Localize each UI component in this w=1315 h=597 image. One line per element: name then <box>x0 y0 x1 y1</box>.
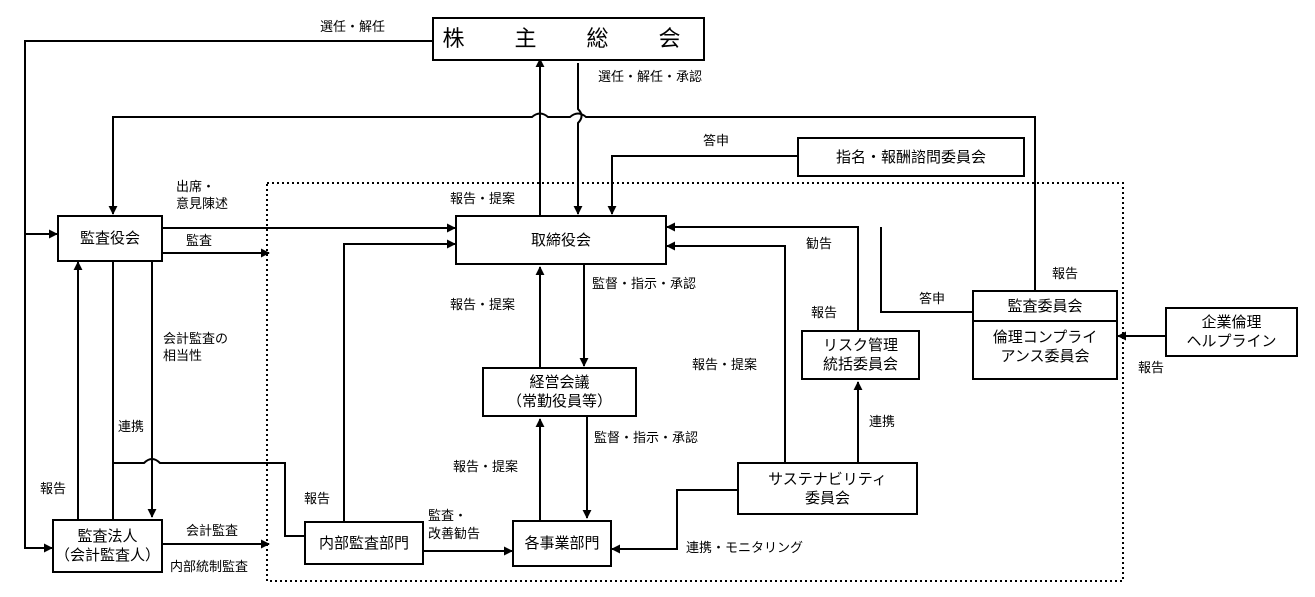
label-report-helpline: 報告 <box>1138 361 1165 376</box>
label-report-proposal-sus: 報告・提案 <box>692 358 758 373</box>
label-report-proposal-board: 報告・提案 <box>450 192 516 207</box>
helpline-box: 企業倫理 ヘルプライン <box>1165 307 1298 357</box>
label-supervise-board: 監督・指示・承認 <box>592 277 697 292</box>
risk-committee-box: リスク管理 統括委員会 <box>801 330 920 380</box>
risk-committee-label-1: リスク管理 <box>822 336 898 354</box>
sustainability-committee-box: サステナビリティ 委員会 <box>737 462 918 515</box>
label-report-audit-committee: 報告 <box>1052 267 1079 282</box>
label-cooperation-risk: 連携 <box>869 415 896 430</box>
nomination-committee-label: 指名・報酬諮問委員会 <box>835 147 986 166</box>
label-accounting-adequacy-1: 会計監査の <box>163 332 229 347</box>
arrow-shareholders-to-auditor <box>24 40 432 553</box>
arrow-shareholders-to-board <box>573 63 583 215</box>
arrow-risk-to-board <box>666 222 859 330</box>
label-audit-improve-2: 改善勧告 <box>428 527 481 542</box>
label-audit-improve-1: 監査・ <box>428 509 468 524</box>
board-box: 取締役会 <box>455 215 667 265</box>
shareholders-meeting-box: 株 主 総 会 <box>432 17 705 61</box>
auditor-label-1: 監査法人 <box>77 527 138 545</box>
board-label: 取締役会 <box>530 230 591 249</box>
sustainability-label-1: サステナビリティ <box>768 469 887 488</box>
label-attend-2: 意見陳述 <box>176 197 229 212</box>
helpline-label-2: ヘルプライン <box>1186 332 1277 350</box>
management-meeting-box: 経営会議 （常勤役員等） <box>482 367 637 417</box>
internal-audit-label: 内部監査部門 <box>318 533 409 552</box>
audit-board-label: 監査役会 <box>79 229 140 247</box>
audit-board-box: 監査役会 <box>57 215 163 262</box>
label-cooperation-monitoring: 連携・モニタリング <box>686 541 804 556</box>
arrow-internal-audit-to-board <box>343 239 456 536</box>
label-answer-audit-committee: 答申 <box>919 292 946 307</box>
label-report-proposal-mgmt: 報告・提案 <box>450 298 516 313</box>
arrow-sustainability-to-board <box>666 241 786 462</box>
label-report-internal-audit: 報告 <box>304 492 331 507</box>
nomination-committee-box: 指名・報酬諮問委員会 <box>797 137 1025 177</box>
audit-committee-label: 監査委員会 <box>974 292 1116 322</box>
label-accounting-adequacy-2: 相当性 <box>163 349 203 364</box>
ethics-committee-label-1: 倫理コンプライ <box>992 328 1098 346</box>
label-nomination-answer: 答申 <box>703 134 730 149</box>
arrow-audit-committee-to-audit-board <box>108 112 1036 290</box>
business-units-box: 各事業部門 <box>512 520 612 567</box>
label-elect-dismiss: 選任・解任 <box>320 20 386 35</box>
business-units-label: 各事業部門 <box>524 534 600 552</box>
label-accounting-audit: 会計監査 <box>186 524 239 539</box>
label-report-left: 報告 <box>40 482 67 497</box>
arrow-sustainability-to-units <box>611 489 737 554</box>
label-elect-dismiss-approve: 選任・解任・承認 <box>598 70 703 85</box>
line-cooperation-to-internal-audit <box>113 458 304 537</box>
label-supervise-mgmt: 監督・指示・承認 <box>594 431 699 446</box>
management-label-2: （常勤役員等） <box>506 392 612 410</box>
auditor-box: 監査法人 （会計監査人） <box>52 519 163 573</box>
internal-audit-box: 内部監査部門 <box>304 521 424 565</box>
management-label-1: 経営会議 <box>529 373 590 391</box>
helpline-label-1: 企業倫理 <box>1201 313 1262 331</box>
label-report-proposal-units: 報告・提案 <box>453 460 519 475</box>
sustainability-label-2: 委員会 <box>804 488 850 507</box>
label-internal-control-audit: 内部統制監査 <box>170 560 249 575</box>
label-cooperation-left: 連携 <box>118 420 145 435</box>
label-recommend: 勧告 <box>806 237 833 252</box>
label-attend-1: 出席・ <box>176 180 216 195</box>
auditor-label-2: （会計監査人） <box>54 546 160 564</box>
line-audit-committee-to-board <box>880 227 972 313</box>
executive-boundary <box>266 182 1124 582</box>
arrow-nomination-to-board <box>607 155 797 215</box>
ethics-committee-label-2: アンス委員会 <box>1000 347 1090 365</box>
label-report-risk: 報告 <box>811 306 838 321</box>
risk-committee-label-2: 統括委員会 <box>822 355 898 373</box>
label-audit-board-audit: 監査 <box>186 234 213 249</box>
audit-committee-box: 監査委員会 倫理コンプライ アンス委員会 <box>972 290 1118 380</box>
shareholders-meeting-label: 株 主 総 会 <box>442 26 695 52</box>
